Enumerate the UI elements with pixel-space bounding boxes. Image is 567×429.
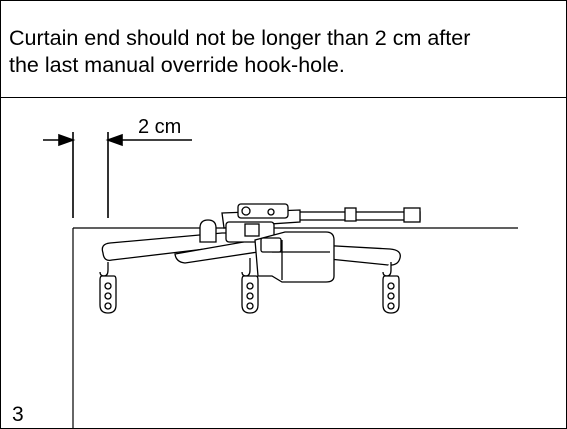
wall-outline bbox=[72, 227, 518, 428]
dimension-label: 2 cm bbox=[138, 116, 181, 138]
hook-left bbox=[99, 262, 117, 314]
motor-unit bbox=[199, 203, 421, 283]
hook-right bbox=[382, 262, 400, 314]
section-divider bbox=[0, 97, 567, 98]
hook-middle bbox=[241, 258, 259, 314]
dimension-arrows bbox=[43, 133, 192, 147]
page-number: 3 bbox=[12, 403, 24, 426]
curtain-track-diagram: 2 cm bbox=[43, 116, 518, 428]
instruction-text: Curtain end should not be longer than 2 … bbox=[9, 26, 471, 77]
dimension-extension-lines bbox=[72, 132, 109, 218]
